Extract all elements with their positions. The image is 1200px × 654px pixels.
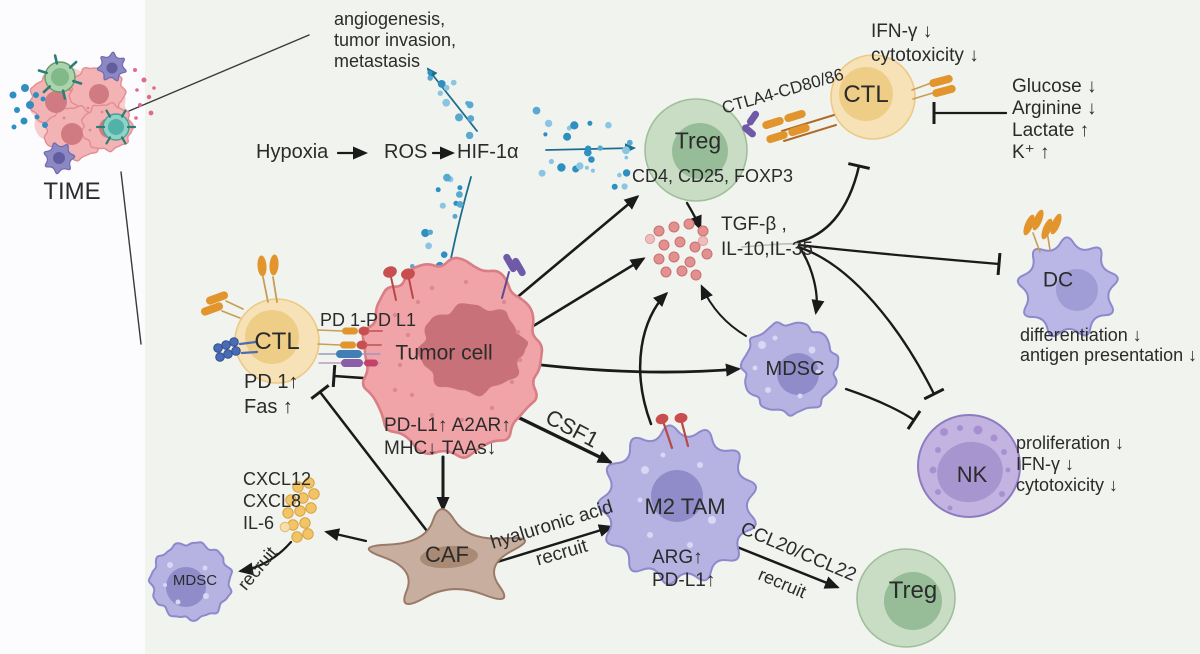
metabolite-4: K⁺ ↑: [1012, 142, 1050, 163]
m2tam-label: M2 TAM: [644, 493, 726, 519]
metabolite-2: Arginine ↓: [1012, 98, 1097, 119]
treg-bottom-label: Treg: [888, 576, 938, 604]
nk-label: NK: [956, 461, 988, 487]
nk-effect-3: cytotoxicity ↓: [1016, 475, 1119, 495]
chemokine-1: CXCL12: [243, 469, 312, 489]
cytokine-line-2: IL-10,IL-35: [721, 239, 813, 260]
dc-label: DC: [1042, 268, 1074, 292]
outcome-line-3: metastasis: [334, 51, 421, 71]
ctl-top-effect-2: cytotoxicity ↓: [871, 45, 979, 66]
dc-effect-2: antigen presentation ↓: [1020, 345, 1198, 365]
hypoxia-label: Hypoxia: [256, 141, 329, 163]
metabolite-3: Lactate ↑: [1012, 120, 1090, 141]
cytokine-line-1: TGF-β ,: [721, 214, 787, 235]
metabolite-1: Glucose ↓: [1012, 76, 1097, 97]
outcome-line-2: tumor invasion,: [334, 30, 457, 50]
dc-effect-1: differentiation ↓: [1020, 325, 1142, 345]
mdsc-cell: [739, 321, 840, 417]
m2tam-marker-2: PD-L1↑: [652, 570, 716, 591]
time-cluster-icon: [9, 51, 156, 175]
nk-effect-1: proliferation ↓: [1016, 433, 1125, 453]
m2-tam-cell: [596, 424, 757, 586]
treg-markers-label: CD4, CD25, FOXP3: [632, 166, 794, 186]
mdsc-small-cell: [147, 541, 233, 622]
ctl-left-cell: [234, 298, 320, 384]
ctl-left-effect-1: PD 1↑: [244, 371, 299, 393]
outcome-line-1: angiogenesis,: [334, 9, 446, 29]
m2tam-marker-1: ARG↑: [652, 547, 703, 568]
ctl-top-label: CTL: [843, 80, 889, 108]
ctl-top-effect-1: IFN-γ ↓: [871, 21, 933, 42]
chemokine-2: CXCL8: [243, 491, 302, 511]
ctl-left-label: CTL: [254, 327, 300, 355]
ctl-left-effect-2: Fas ↑: [244, 396, 293, 418]
treg-bottom-cell: [856, 548, 956, 648]
chemokine-3: IL-6: [243, 513, 275, 533]
caf-label: CAF: [425, 541, 469, 567]
nk-cell: [917, 414, 1021, 518]
mdsc-small-label: MDSC: [172, 571, 218, 589]
dc-cell: [1016, 236, 1119, 338]
hif1a-label: HIF-1α: [457, 141, 519, 163]
tumor-cell: [361, 256, 544, 459]
tumor-markers-1: PD-L1↑ A2AR↑: [384, 415, 511, 436]
mdsc-label: MDSC: [765, 358, 825, 380]
nk-effect-2: IFN-γ ↓: [1016, 454, 1074, 474]
ctl-top-cell: [830, 54, 916, 140]
tumor-label: Tumor cell: [395, 341, 493, 365]
caf-cell: [367, 508, 526, 605]
time-label: TIME: [43, 177, 101, 205]
tumor-markers-2: MHC↓ TAAs↓: [384, 438, 497, 459]
treg-top-cell: [644, 98, 748, 202]
pd1-pdl1-label: PD 1-PD L1: [320, 310, 417, 330]
ros-label: ROS: [384, 141, 428, 163]
pd1-pdl1-receptor-icon: [356, 326, 370, 350]
treg-top-label: Treg: [674, 127, 722, 154]
